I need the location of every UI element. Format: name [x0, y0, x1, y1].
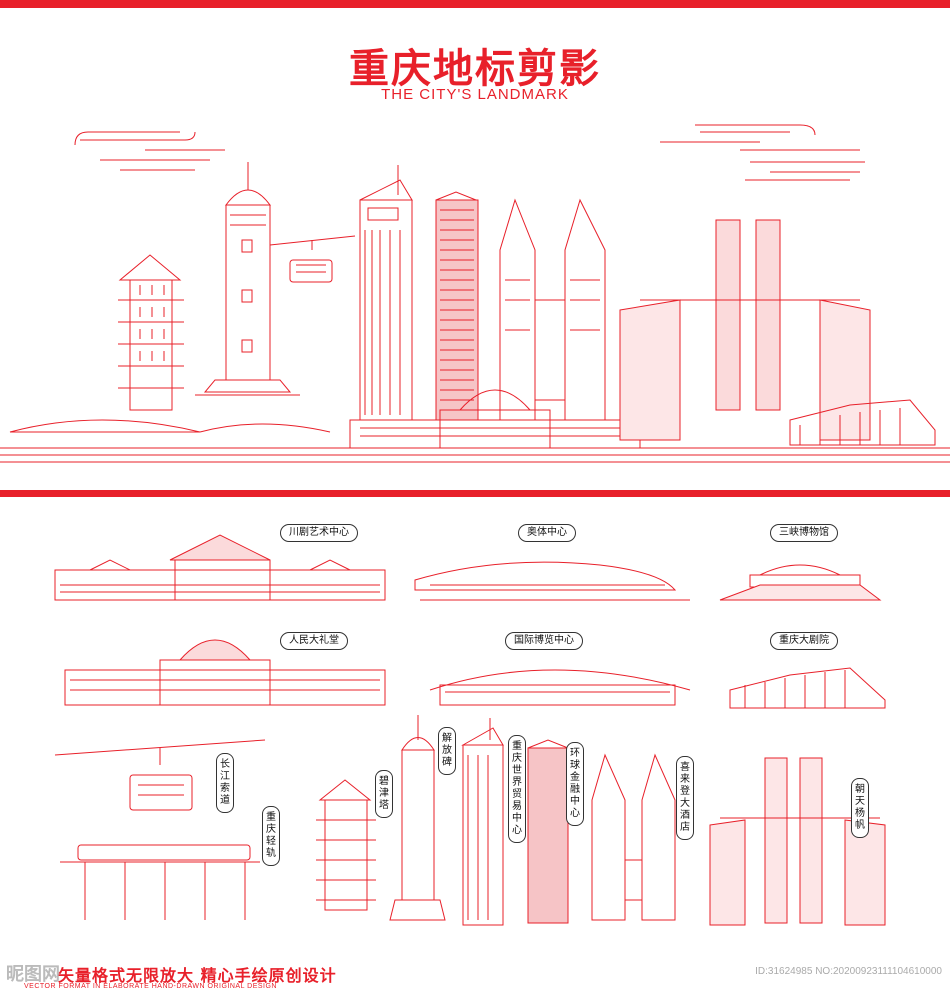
great-hall-skyline: [349, 389, 641, 449]
three-gorges-drawing: [719, 564, 882, 601]
cableway-drawing: [54, 739, 266, 811]
raffles-skyline: [619, 219, 871, 441]
label-olympic: 奥体中心: [518, 524, 576, 542]
theatre-drawing: [729, 667, 886, 709]
label-cableway: 长江索道: [216, 753, 234, 813]
hall-drawing: [64, 639, 386, 706]
wtc-drawing: [461, 718, 504, 926]
divider-bar: [0, 490, 950, 497]
label-wtc: 重庆世界贸易中心: [508, 735, 526, 843]
label-hilton: 喜来登大酒店: [676, 756, 694, 840]
jiefangbei-skyline: [195, 162, 300, 396]
label-grand-theatre: 重庆大剧院: [770, 632, 838, 650]
jiefangbei-drawing: [389, 715, 446, 921]
label-light-rail: 重庆轻轨: [262, 806, 280, 866]
top-bar: [0, 0, 950, 8]
light-rail-drawing: [60, 844, 260, 920]
cable-car-skyline: [269, 235, 356, 283]
label-bijin-tower: 碧津塔: [375, 770, 393, 818]
raffles-drawing: [709, 757, 886, 926]
label-expo: 国际博览中心: [505, 632, 583, 650]
label-sichuan-opera: 川剧艺术中心: [280, 524, 358, 542]
olympic-drawing: [414, 561, 690, 601]
twin-towers-drawing: [591, 753, 676, 921]
label-jiefangbei: 解放碑: [438, 727, 456, 775]
cloud-right: [660, 124, 865, 181]
footer-subtitle: VECTOR FORMAT IN ELABORATE HAND-DRAWN OR…: [24, 983, 277, 990]
theatre-skyline: [789, 399, 936, 446]
page-title: 重庆地标剪影: [349, 46, 601, 92]
page-subtitle: THE CITY'S LANDMARK: [381, 86, 569, 103]
stadium-skyline: [9, 419, 331, 433]
ifc-drawing: [527, 739, 569, 924]
opera-drawing: [54, 534, 386, 601]
footer-tagline: 矢量格式无限放大 精心手绘原创设计: [58, 966, 337, 985]
label-three-gorges: 三峡博物馆: [770, 524, 838, 542]
ifc-skyline: [435, 191, 479, 421]
cloud-left: [74, 131, 225, 171]
watermark-id: ID:31624985 NO:20200923111104610000: [755, 966, 942, 977]
pagoda-drawing: [316, 779, 376, 911]
watermark-logo: 昵图网: [6, 964, 60, 985]
label-ifc: 环球金融中心: [566, 742, 584, 826]
label-raffles: 朝天杨帆: [851, 778, 869, 838]
label-great-hall: 人民大礼堂: [280, 632, 348, 650]
expo-drawing: [429, 669, 691, 706]
pagoda-skyline: [118, 254, 184, 411]
